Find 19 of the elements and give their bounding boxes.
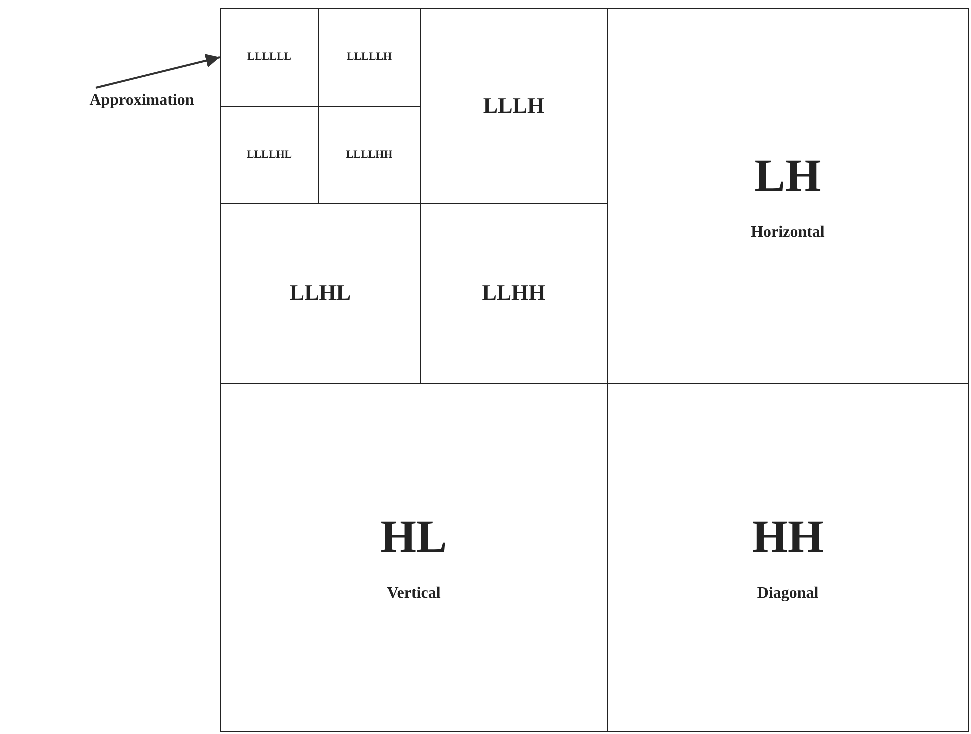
annotation-label: Approximation [90,92,194,110]
subband-label: LLHH [482,281,546,306]
arrow [96,54,220,89]
orientation-label: Diagonal [757,585,819,603]
subband-box [220,8,319,107]
subband-label: HL [380,512,448,563]
orientation-label: Horizontal [751,224,825,242]
subband-label: HH [752,512,824,563]
subband-box [607,383,969,732]
subband-box [607,8,969,384]
orientation-label: Vertical [387,585,441,603]
subband-label: LLLH [483,94,545,118]
subband-box [220,383,608,732]
subband-label: LLLLLH [346,51,392,64]
subband-label: LLLLLL [247,51,292,64]
subband-label: LH [754,150,822,202]
subband-label: LLLLHL [246,148,292,162]
subband-label: LLLLHH [346,148,393,162]
subband-label: LLHL [290,281,352,306]
